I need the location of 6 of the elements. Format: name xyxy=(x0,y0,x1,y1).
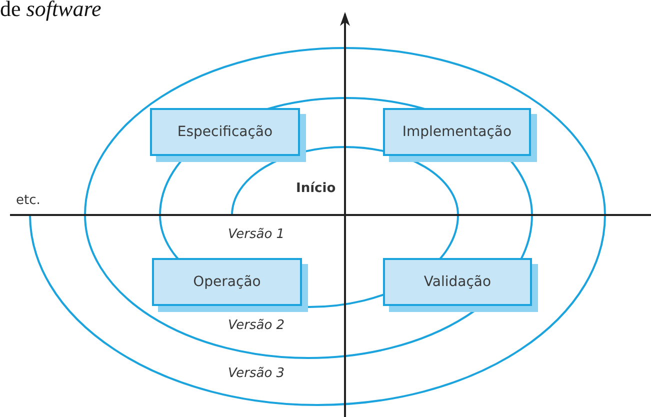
version-label: Versão 1 xyxy=(228,227,285,242)
etc-label: etc. xyxy=(16,193,40,208)
heading-fragment: de software xyxy=(0,0,102,22)
version-label: Versão 3 xyxy=(228,366,285,381)
start-label: Início xyxy=(296,181,336,196)
version-label: Versão 2 xyxy=(228,318,285,333)
